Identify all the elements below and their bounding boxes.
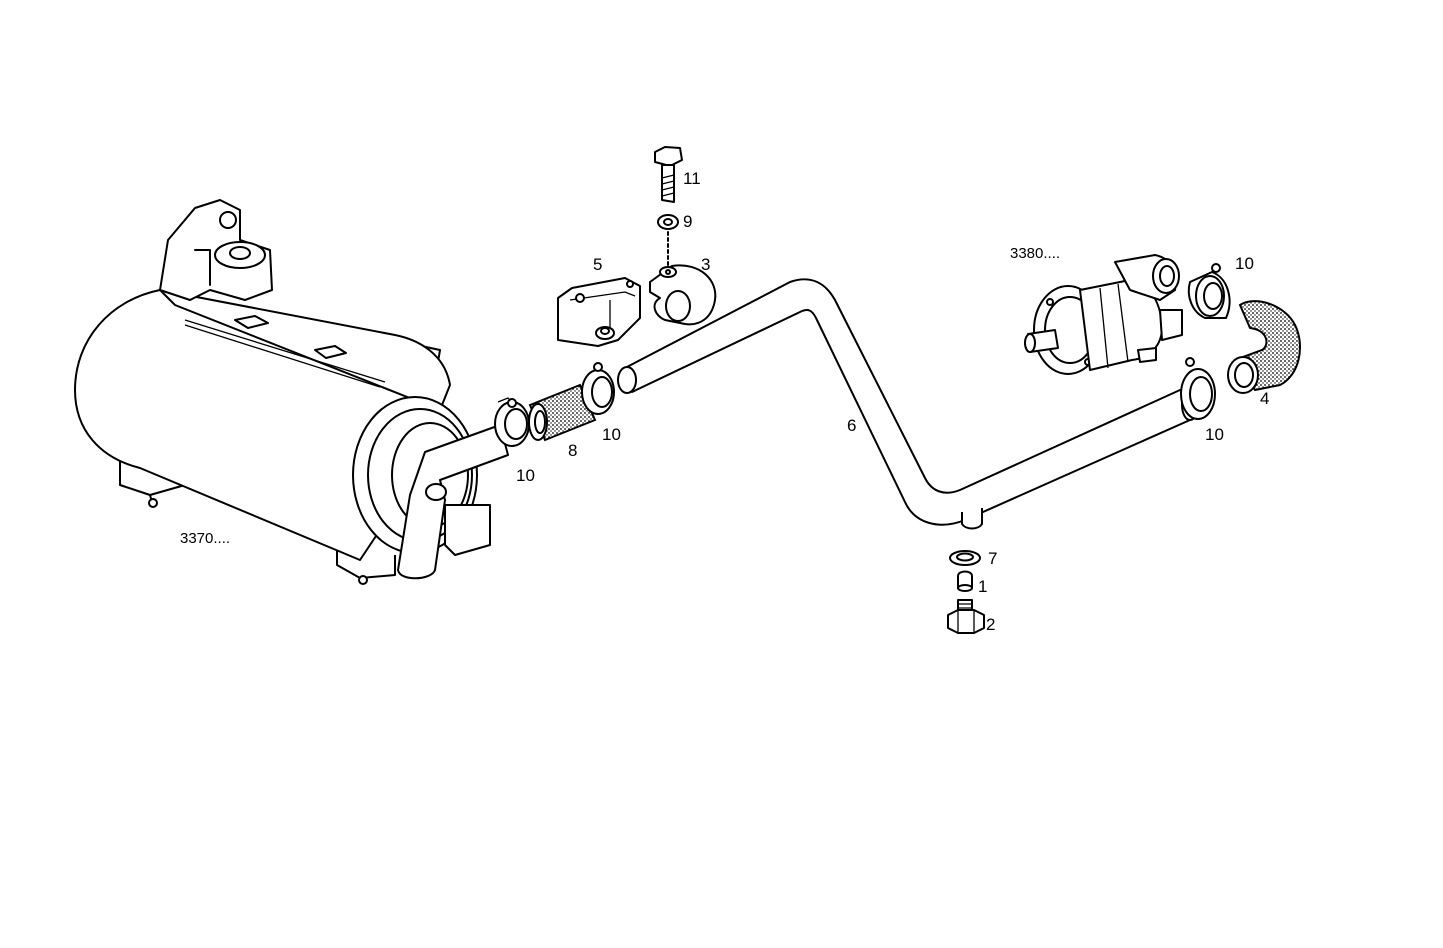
callout-3: 3 — [701, 255, 711, 274]
hose-8 — [528, 383, 597, 442]
hose-clamp-10b — [581, 362, 615, 415]
callout-10-left: 10 — [516, 466, 535, 485]
callout-10-middle: 10 — [602, 425, 621, 444]
callout-2: 2 — [986, 615, 996, 634]
pipe-6 — [617, 278, 1199, 530]
insert-1 — [957, 570, 973, 592]
washer-9 — [657, 214, 679, 230]
pump-assembly-3380 — [1024, 254, 1183, 375]
hose-clamp-10c — [1187, 263, 1231, 319]
callout-8: 8 — [568, 441, 578, 460]
callout-9: 9 — [683, 212, 693, 231]
drain-plug-2 — [947, 599, 985, 634]
reference-3380: 3380.... — [1010, 245, 1061, 262]
seal-ring-7 — [949, 550, 981, 566]
callout-10-upper-right: 10 — [1235, 254, 1254, 273]
bracket-5 — [557, 277, 641, 347]
hose-clamp-10d — [1180, 357, 1216, 420]
callout-4: 4 — [1260, 389, 1270, 408]
callout-5: 5 — [593, 255, 603, 274]
cylinder-assembly-3370 — [74, 199, 509, 585]
callout-1: 1 — [978, 577, 988, 596]
pipe-clip-3 — [649, 264, 717, 326]
callout-10-lower-right: 10 — [1205, 425, 1224, 444]
elbow-hose-4 — [1227, 300, 1301, 394]
callout-11: 11 — [683, 169, 701, 188]
hose-clamp-10a — [494, 397, 530, 447]
reference-3370: 3370.... — [180, 530, 231, 547]
callout-6: 6 — [847, 416, 857, 435]
callout-7: 7 — [988, 549, 998, 568]
bolt-11 — [654, 146, 683, 203]
